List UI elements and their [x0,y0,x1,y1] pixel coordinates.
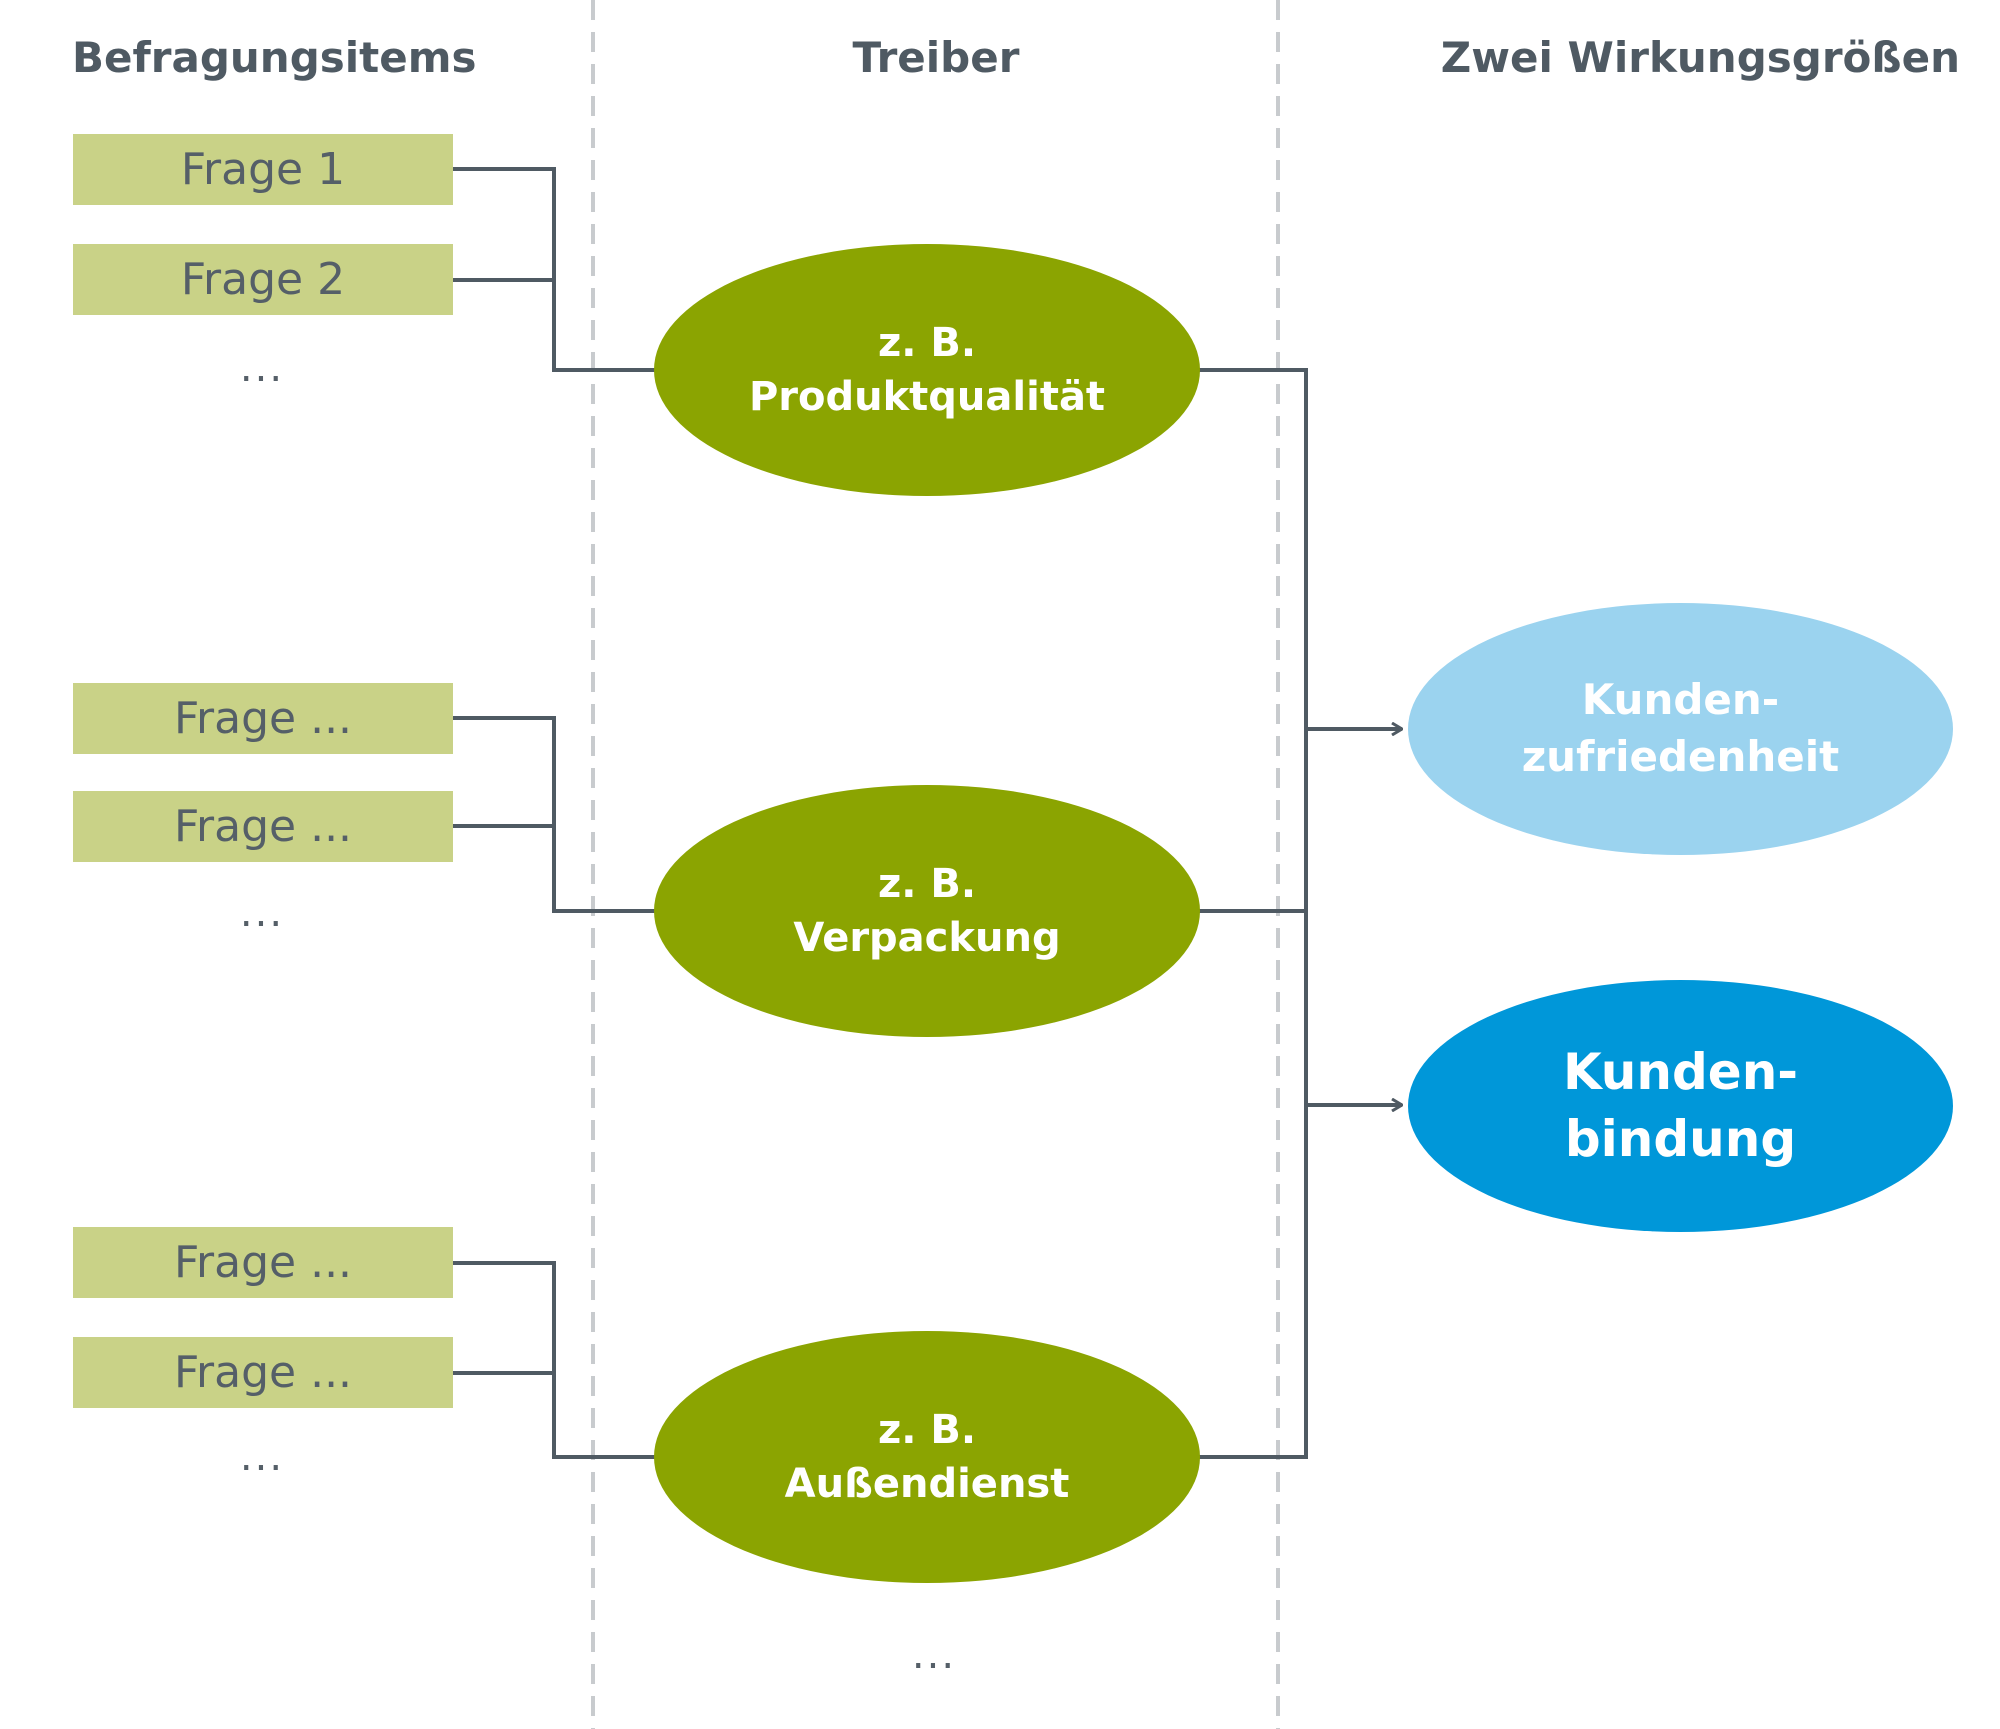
driver-label-prefix: z. B. [877,1407,977,1453]
driver-label-prefix: z. B. [877,320,977,366]
driver-oval-produktqualitaet: z. B. Produktqualität [654,244,1200,496]
more-questions-ellipsis-group2: ... [239,890,285,936]
header-wirkungsgroessen: Zwei Wirkungsgrößen [1440,33,1960,82]
driver-oval-verpackung: z. B. Verpackung [654,785,1200,1037]
connector-group-1 [453,167,656,372]
target-label-line1: Kunden- [1581,675,1780,725]
driver-oval-aussendienst: z. B. Außendienst [654,1331,1200,1583]
question-box-group2-1: Frage ... [73,683,453,754]
question-box-group1-2: Frage 2 [73,244,453,315]
target-oval-kundenzufriedenheit: Kunden- zufriedenheit [1408,603,1953,855]
target-label-line1: Kunden- [1562,1042,1799,1101]
more-questions-ellipsis-group1: ... [239,345,285,391]
header-treiber: Treiber [852,33,1020,82]
target-label-line2: bindung [1564,1110,1797,1168]
connector-drivers-trunk [1198,368,1308,1459]
target-oval-kundenbindung: Kunden- bindung [1408,980,1953,1232]
question-box-group2-2: Frage ... [73,791,453,862]
more-drivers-ellipsis: ... [911,1632,957,1678]
driver-label-name: Verpackung [793,915,1061,961]
more-questions-ellipsis-group3: ... [239,1434,285,1480]
driver-label-prefix: z. B. [877,861,977,907]
driver-label-name: Produktqualität [748,374,1106,420]
question-box-group1-1: Frage 1 [73,134,453,205]
connector-group-3 [453,1261,656,1459]
header-befragungsitems: Befragungsitems [72,33,477,82]
driver-label-name: Außendienst [784,1461,1070,1507]
connector-group-2 [453,716,656,913]
target-label-line2: zufriedenheit [1521,732,1840,781]
question-box-group3-2: Frage ... [73,1337,453,1408]
question-box-group3-1: Frage ... [73,1227,453,1298]
